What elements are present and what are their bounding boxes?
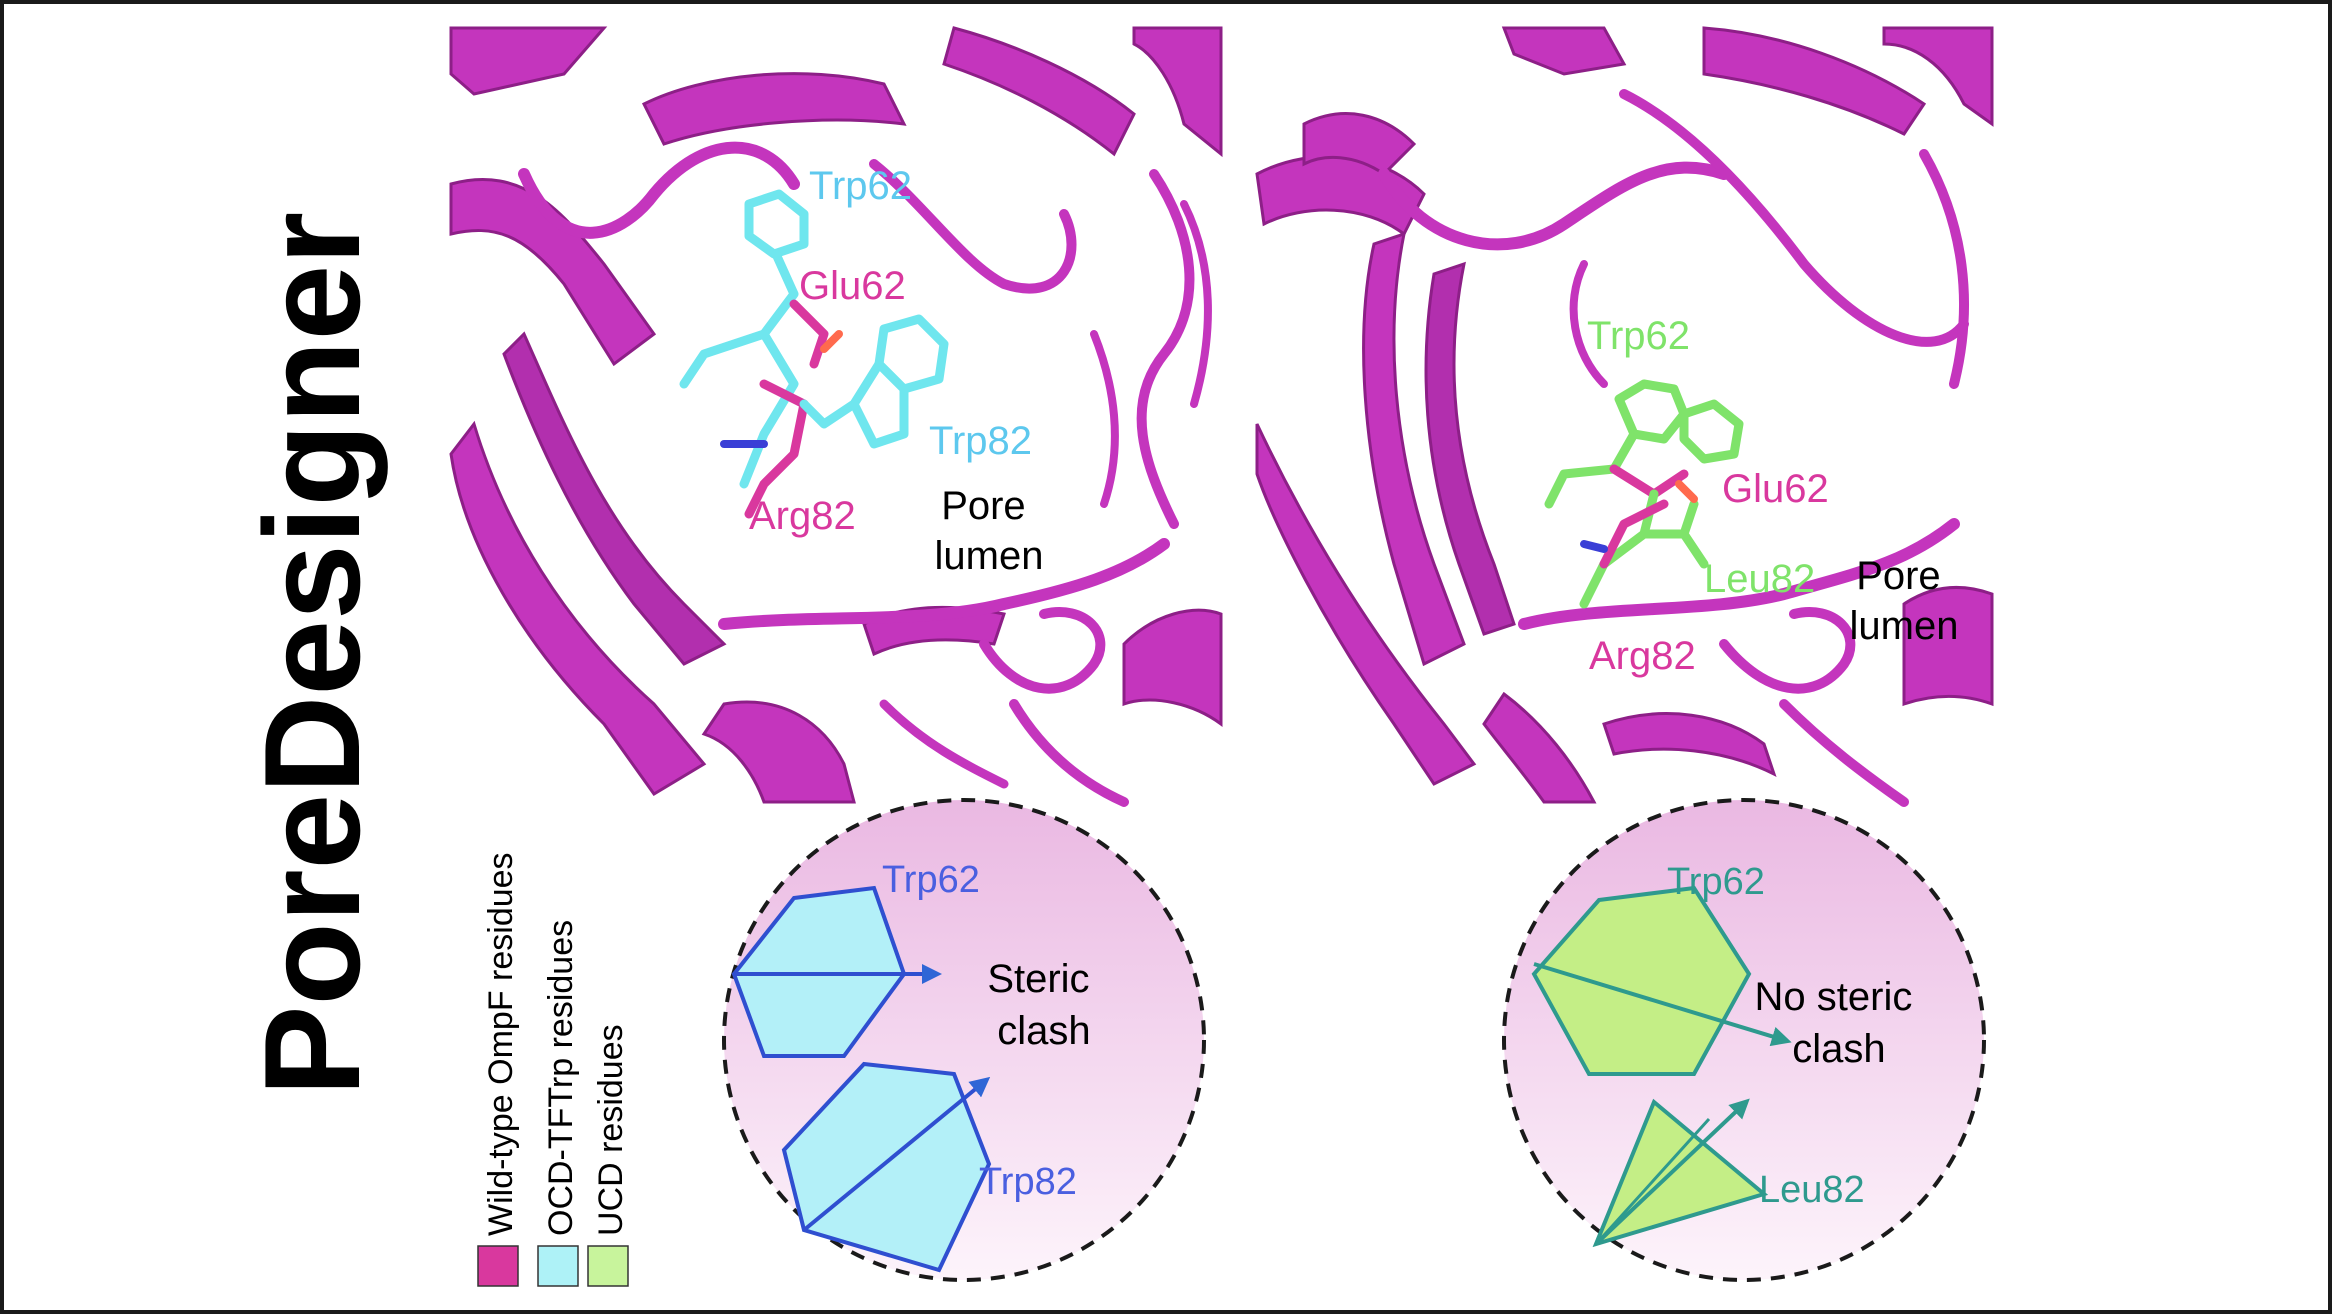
legend-swatch-ucd: [587, 1245, 629, 1287]
legend-label-wildtype: Wild-type OmpF residues: [482, 852, 520, 1236]
right-inset-leu82-cone: [1592, 1098, 1769, 1248]
right-structure-panel: Trp62 Glu62 Leu82 Arg82 Pore lumen: [1255, 26, 1994, 807]
right-inset-note: No steric clash: [1755, 975, 1924, 1071]
right-pore-label: Pore lumen: [1850, 554, 1959, 648]
right-trp62-ring2: [1679, 399, 1744, 464]
right-leu82-label: Leu82: [1704, 557, 1815, 601]
left-structure-panel: Trp62 Glu62 Trp82 Arg82 Pore lumen: [449, 26, 1223, 807]
left-trp82-label: Trp82: [929, 419, 1032, 463]
right-residue-sticks: [1544, 379, 1744, 609]
left-pore-label: Pore lumen: [935, 484, 1044, 578]
right-pore-line1: Pore: [1856, 554, 1941, 598]
legend-swatch-ocd: [537, 1245, 579, 1287]
right-inset-trp62-label: Trp62: [1667, 861, 1765, 903]
page-title: PoreDesigner: [236, 212, 388, 1096]
right-inset-note-line1: No steric: [1755, 975, 1913, 1019]
right-pore-line2: lumen: [1850, 604, 1959, 648]
right-inset-trp62-hexagon: [1531, 885, 1752, 1076]
legend: Wild-type OmpF residues OCD-TFTrp residu…: [477, 852, 630, 1287]
left-protein-ribbons: [449, 26, 1223, 807]
legend-label-ucd: UCD residues: [592, 1024, 630, 1236]
left-glu62-label: Glu62: [799, 264, 906, 308]
figure-canvas: PoreDesigner: [236, 26, 1994, 1287]
left-pore-line2: lumen: [935, 534, 1044, 578]
right-inset-no-steric-clash: Trp62 Leu82 No steric clash: [1502, 798, 1986, 1282]
legend-swatch-wildtype: [477, 1245, 519, 1287]
left-inset-steric-clash: Trp62 Trp82 Steric clash: [722, 798, 1206, 1282]
left-inset-note-line2: clash: [997, 1009, 1090, 1053]
right-protein-ribbons: [1255, 26, 1994, 807]
left-residue-sticks: [679, 189, 949, 519]
right-arg82-label: Arg82: [1589, 634, 1696, 678]
left-inset-trp82-hexagon: [781, 1061, 992, 1273]
left-trp62-label: Trp62: [809, 164, 912, 208]
right-inset-leu82-label: Leu82: [1759, 1169, 1865, 1211]
right-trp62-label: Trp62: [1587, 314, 1690, 358]
left-inset-note-line1: Steric: [987, 957, 1089, 1001]
left-inset-note: Steric clash: [987, 957, 1100, 1053]
left-trp62-ring: [744, 189, 809, 259]
legend-label-ocd: OCD-TFTrp residues: [542, 920, 580, 1236]
left-pore-line1: Pore: [941, 484, 1026, 528]
right-inset-note-line2: clash: [1792, 1027, 1885, 1071]
right-glu62-label: Glu62: [1722, 467, 1829, 511]
left-inset-trp82-label: Trp82: [979, 1161, 1077, 1203]
left-arg82-label: Arg82: [749, 494, 856, 538]
left-inset-trp62-label: Trp62: [882, 859, 980, 901]
